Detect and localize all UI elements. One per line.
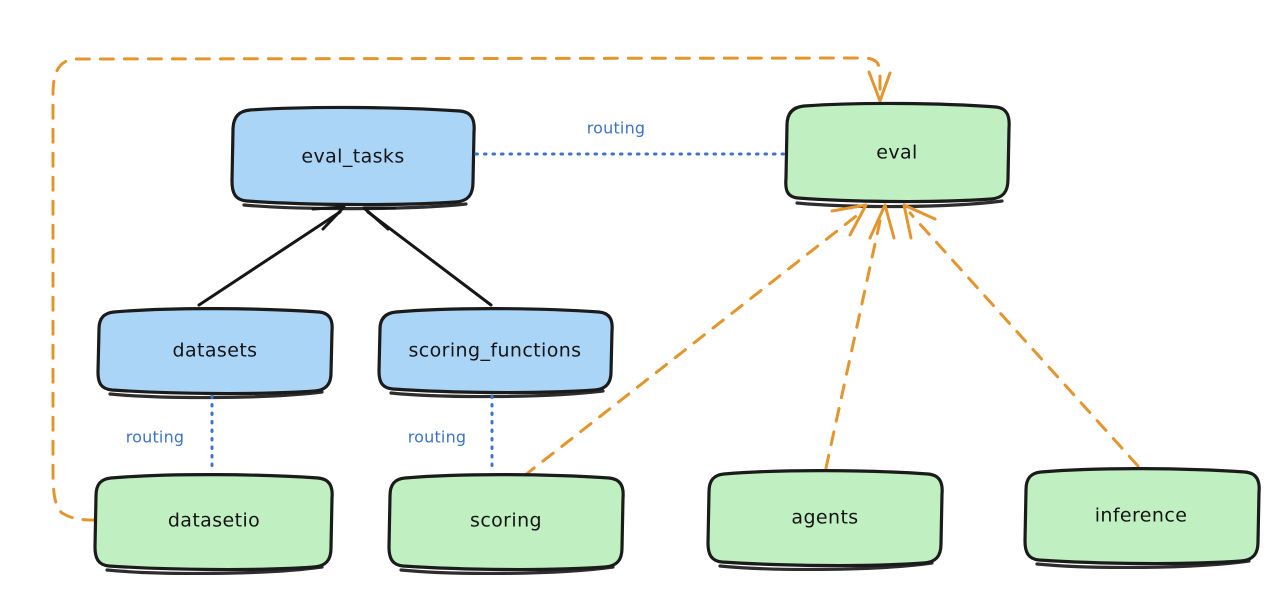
node-datasets[interactable]: datasets xyxy=(96,307,334,400)
node-datasets-label: datasets xyxy=(173,340,258,362)
node-datasetio-label: datasetio xyxy=(168,510,260,532)
node-eval-shadow xyxy=(795,199,1004,209)
node-agents-label: agents xyxy=(791,507,858,529)
node-eval-tasks-label: eval_tasks xyxy=(301,146,404,168)
edge-agents-to-eval xyxy=(824,203,896,470)
node-inference-label: inference xyxy=(1095,505,1188,527)
node-scoring-functions-label: scoring_functions xyxy=(409,340,582,362)
node-datasetio[interactable]: datasetio xyxy=(93,473,334,576)
node-datasetio-shape xyxy=(93,473,334,572)
node-inference-shape xyxy=(1023,467,1261,566)
edge-label-routing-scoring: routing xyxy=(408,428,467,447)
node-eval-tasks-shadow xyxy=(242,202,468,211)
edge-datasets-to-datasetio: routing xyxy=(126,394,214,474)
node-agents[interactable]: agents xyxy=(706,469,944,572)
edge-scoring-functions-to-eval-tasks xyxy=(362,206,493,307)
edge-label-routing-datasetio: routing xyxy=(126,428,185,447)
edge-scoring-functions-to-scoring: routing xyxy=(408,394,494,474)
node-datasetio-shadow xyxy=(105,565,324,576)
edge-scoring-to-eval xyxy=(522,203,868,478)
node-scoring-functions[interactable]: scoring_functions xyxy=(377,307,614,399)
node-scoring[interactable]: scoring xyxy=(387,473,625,576)
node-datasets-shape xyxy=(96,307,334,396)
node-agents-shadow xyxy=(718,561,934,572)
node-eval-label: eval xyxy=(876,142,917,164)
node-eval-tasks[interactable]: eval_tasks xyxy=(230,105,476,211)
node-eval-shape xyxy=(784,101,1011,204)
edge-agents-to-eval-arrowhead xyxy=(868,203,896,240)
node-eval-tasks-shape xyxy=(230,105,476,207)
edge-scoring-to-eval-arrowhead xyxy=(830,203,868,237)
node-scoring-functions-shadow xyxy=(389,389,605,399)
node-inference[interactable]: inference xyxy=(1023,467,1261,570)
edge-datasetio-to-eval xyxy=(51,56,892,522)
edge-inference-to-eval-arrowhead xyxy=(902,203,937,240)
edge-datasetio-to-eval-arrowhead xyxy=(867,70,892,103)
node-inference-shadow xyxy=(1035,559,1251,570)
node-scoring-shadow xyxy=(399,565,615,576)
node-scoring-functions-shape xyxy=(377,307,614,395)
edge-datasets-to-eval-tasks xyxy=(197,205,346,307)
edge-scoring-functions-to-eval-tasks-arrowhead xyxy=(362,206,397,231)
edge-label-routing-eval: routing xyxy=(587,119,646,138)
node-scoring-shape xyxy=(387,473,625,572)
edge-eval-tasks-to-eval: routing xyxy=(474,119,786,156)
edge-agents-to-eval-line xyxy=(824,210,884,470)
edge-inference-to-eval-line xyxy=(908,211,1140,468)
edge-inference-to-eval xyxy=(902,203,1140,468)
node-eval[interactable]: eval xyxy=(784,101,1011,209)
edge-datasets-to-eval-tasks-line xyxy=(197,210,342,307)
edge-scoring-to-eval-line xyxy=(522,211,862,478)
node-agents-shape xyxy=(706,469,944,568)
node-scoring-label: scoring xyxy=(470,510,542,532)
edge-datasetio-to-eval-line xyxy=(51,56,882,522)
edge-datasets-to-eval-tasks-arrowhead xyxy=(311,205,346,231)
